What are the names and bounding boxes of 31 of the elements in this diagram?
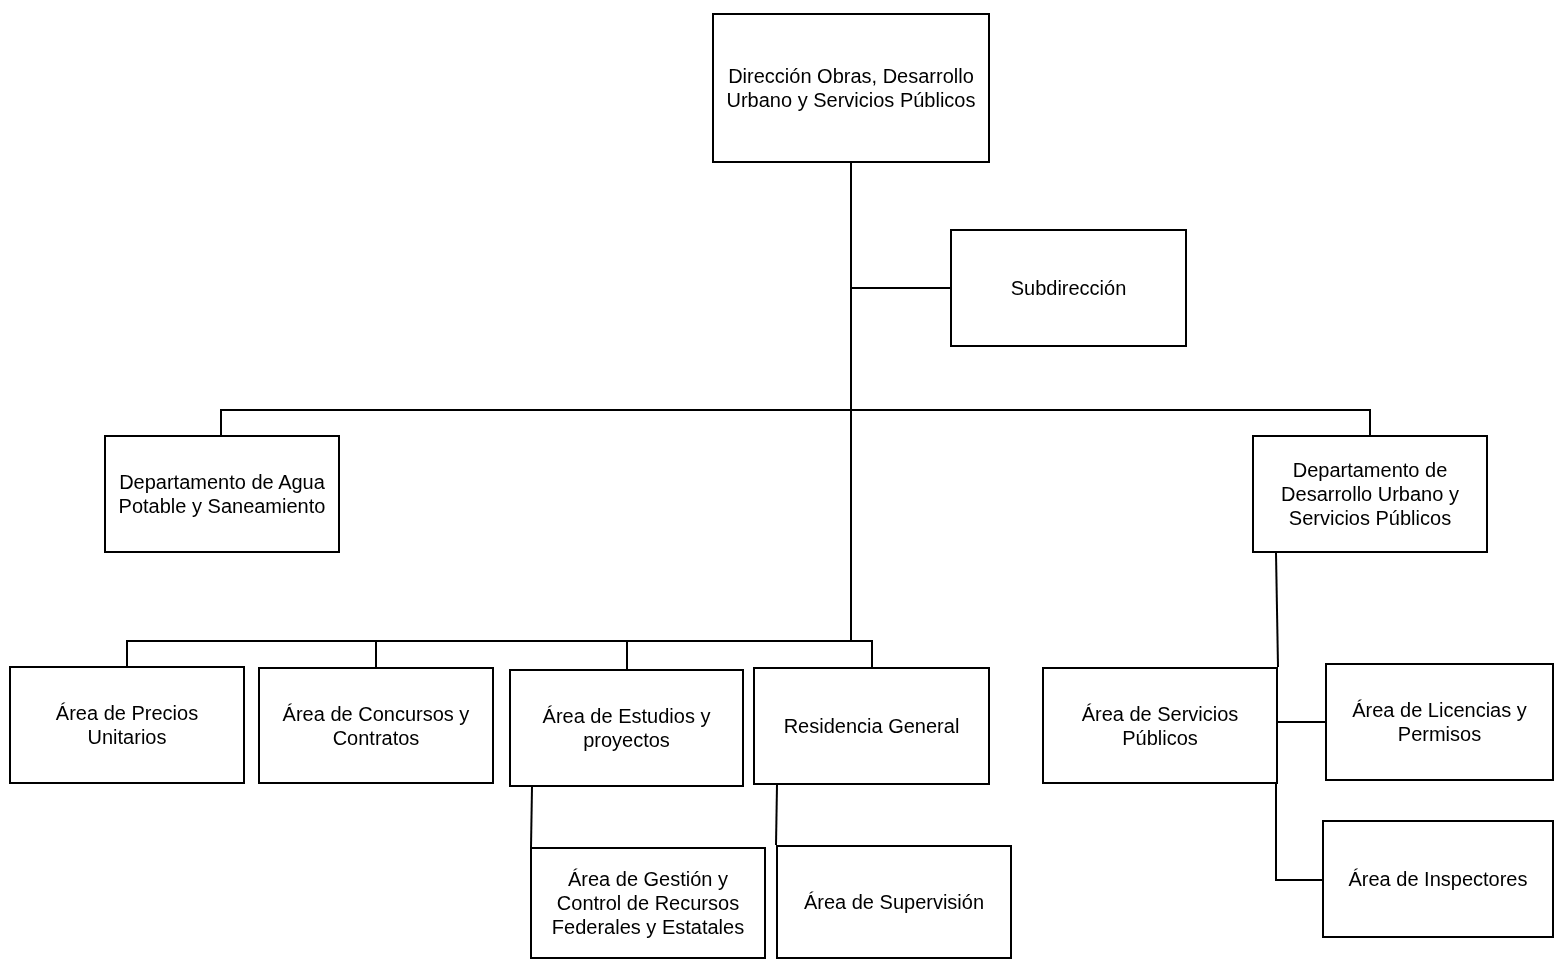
connector-line — [1275, 783, 1323, 881]
org-unit-box — [104, 435, 340, 553]
org-unit-box — [712, 13, 990, 163]
org-unit-box — [9, 666, 245, 784]
org-unit-box — [530, 847, 766, 959]
unit-name: Área de Licencias y Permisos — [1351, 698, 1528, 746]
unit-name: Área de Precios Unitarios — [54, 701, 200, 749]
unit-name: Área de Gestión y Control de Recursos Federales y Estatales — [550, 867, 746, 939]
unit-name: Área de Inspectores — [1348, 867, 1528, 891]
unit-name: Área de Servicios Públicos — [1080, 701, 1240, 750]
connector-line — [1275, 552, 1279, 668]
unit-name: Área de Estudios y proyectos — [541, 704, 712, 752]
connector-line — [1277, 721, 1326, 723]
org-unit-box — [753, 667, 990, 785]
connector-line — [775, 784, 778, 846]
org-unit-box — [258, 667, 494, 784]
unit-name: Dirección Obras, Desarrollo Urbano y Servicios Públicos — [725, 64, 977, 112]
org-unit-box — [509, 669, 744, 787]
org-unit-box — [1252, 435, 1488, 553]
org-unit-box — [776, 845, 1012, 959]
org-unit-box — [1322, 820, 1554, 938]
connector-line — [530, 786, 533, 848]
unit-name: Departamento de Agua Potable y Saneamiento — [117, 470, 327, 518]
unit-name: Área de Concursos y Contratos — [281, 701, 471, 750]
unit-name: Subdirección — [1010, 276, 1127, 300]
unit-name: Departamento de Desarrollo Urbano y Servicios Públicos — [1280, 458, 1460, 530]
org-unit-box — [950, 229, 1187, 347]
unit-name: Residencia General — [783, 714, 960, 738]
unit-name: Área de Supervisión — [803, 890, 985, 914]
org-unit-box — [1325, 663, 1554, 781]
org-unit-box — [1042, 667, 1278, 784]
